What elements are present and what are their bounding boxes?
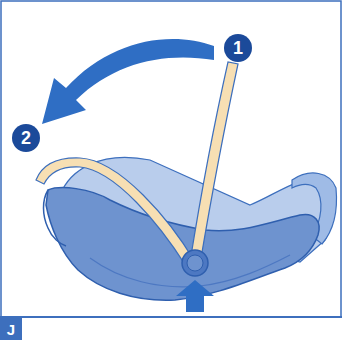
ground-line bbox=[0, 316, 342, 318]
callout-number: 1 bbox=[233, 39, 243, 57]
seat-front-edge bbox=[44, 190, 67, 246]
figure-letter-box bbox=[0, 318, 22, 340]
pivot-button bbox=[182, 250, 208, 276]
frame bbox=[1, 1, 341, 317]
callout-circle bbox=[12, 124, 40, 152]
callout-circle bbox=[224, 34, 252, 62]
handle-position-2 bbox=[36, 158, 195, 266]
handle-position-1 bbox=[190, 62, 238, 264]
press-arrow bbox=[176, 280, 214, 312]
callout-number: 2 bbox=[21, 129, 31, 147]
rotation-arrow bbox=[42, 39, 214, 124]
pivot-button-center bbox=[187, 255, 203, 271]
figure-letter: J bbox=[7, 322, 15, 337]
